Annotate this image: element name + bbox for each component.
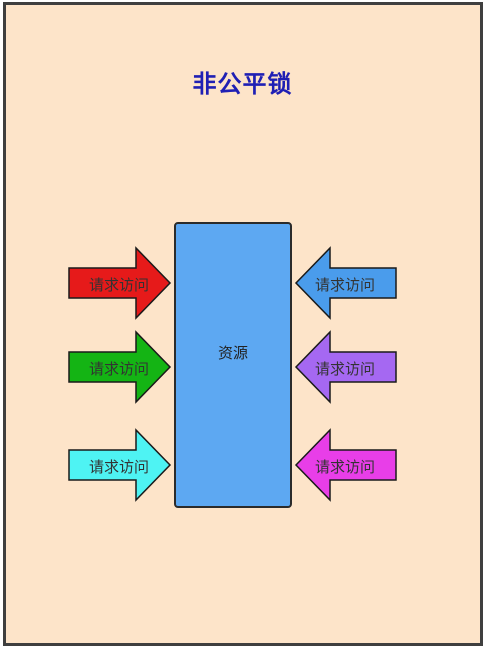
right-arrow-2 [294,330,397,404]
resource-box [174,222,292,508]
right-arrow-2-label: 请求访问 [314,360,375,378]
right-arrow-3 [294,428,397,502]
right-arrow-3-label: 请求访问 [314,458,375,476]
right-arrow-1-label: 请求访问 [314,276,375,294]
left-arrow-3-label: 请求访问 [88,458,149,476]
left-arrow-1-label: 请求访问 [88,276,149,294]
resource-label: 资源 [217,344,248,362]
left-arrow-2-label: 请求访问 [88,360,149,378]
left-arrow-2 [68,330,172,404]
left-arrow-3 [68,428,172,502]
right-arrow-1 [294,246,397,320]
diagram-title: 非公平锁 [192,70,293,98]
left-arrow-1 [68,246,172,320]
